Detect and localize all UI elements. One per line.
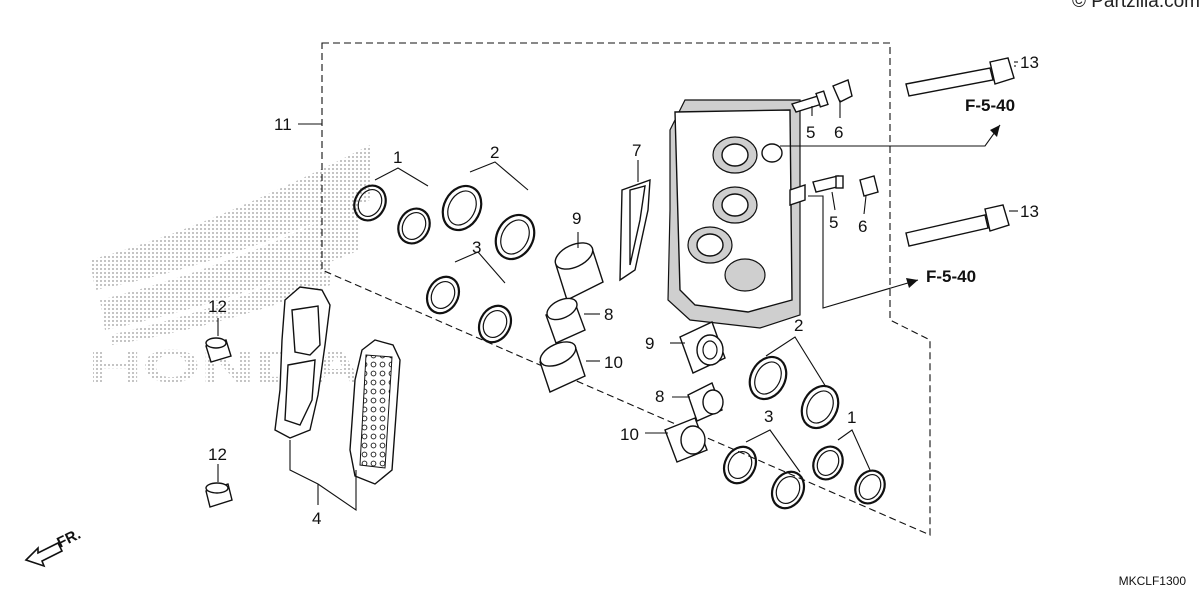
- callout-7: 7: [632, 141, 641, 160]
- seals-right-group: [722, 355, 886, 510]
- caliper-assembly-outline: [321, 42, 931, 536]
- callout-5-lower: 5: [829, 213, 838, 232]
- caliper-body: [667, 99, 806, 329]
- bleeder-screw-lower: [812, 175, 844, 193]
- callout-13-upper: 13: [1020, 53, 1039, 72]
- callout-2-left: 2: [490, 143, 499, 162]
- reference-label-upper: F-5-40: [965, 96, 1015, 115]
- pad-spring: [619, 178, 651, 282]
- callout-6-upper: 6: [834, 123, 843, 142]
- bleeder-cap-upper: [832, 79, 853, 103]
- callout-labels: 1 2 3 4 5 5 6 6 7 8 8 9 9 10 10 11 12 12…: [208, 53, 1039, 528]
- callout-5-upper: 5: [806, 123, 815, 142]
- callout-1-left: 1: [393, 148, 402, 167]
- seals-left-group: [353, 184, 536, 344]
- brake-pad-rear: [349, 339, 401, 485]
- callout-8-left: 8: [604, 305, 613, 324]
- callout-12-lower: 12: [208, 445, 227, 464]
- callout-1-right: 1: [847, 408, 856, 427]
- caliper-bolt-upper: [905, 57, 1016, 97]
- callout-9-left: 9: [572, 209, 581, 228]
- diagram-code: MKCLF1300: [1118, 574, 1186, 588]
- pad-pin-upper: [205, 337, 232, 363]
- callout-3-right: 3: [764, 407, 773, 426]
- callout-10-left: 10: [604, 353, 623, 372]
- callout-13-lower: 13: [1020, 202, 1039, 221]
- callout-11: 11: [274, 115, 292, 134]
- callout-3-left: 3: [472, 238, 481, 257]
- callout-4: 4: [312, 509, 321, 528]
- callout-8-right: 8: [655, 387, 664, 406]
- pistons-left-group: [539, 242, 604, 393]
- leader-lines: [217, 61, 1018, 512]
- bleeder-cap-lower: [859, 175, 879, 197]
- callout-2-right: 2: [794, 316, 803, 335]
- pistons-right-group: [664, 321, 726, 463]
- callout-12-upper: 12: [208, 297, 227, 316]
- caliper-bolt-lower: [905, 204, 1010, 247]
- callout-9-right: 9: [645, 334, 654, 353]
- watermark-text: © Partzilla.com: [1071, 0, 1200, 12]
- pad-pin-lower: [205, 482, 233, 508]
- forward-direction-indicator: FR.: [24, 526, 83, 568]
- callout-10-right: 10: [620, 425, 639, 444]
- brake-pad-front: [274, 286, 331, 439]
- reference-label-lower: F-5-40: [926, 267, 976, 286]
- bleeder-screw-upper: [791, 90, 829, 113]
- callout-6-lower: 6: [858, 217, 867, 236]
